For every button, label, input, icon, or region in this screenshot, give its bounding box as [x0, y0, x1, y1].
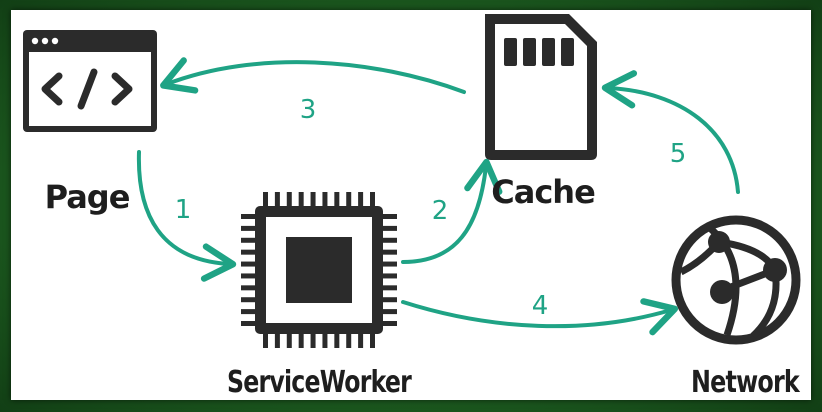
network-label: Network [691, 365, 801, 400]
arrow-1 [136, 150, 237, 282]
step-label-3: 3 [300, 95, 317, 125]
arrow-2 [401, 158, 503, 264]
arrow-3 [160, 57, 466, 94]
chip-icon [241, 192, 397, 348]
arrow-4 [401, 298, 679, 336]
globe-network-icon [671, 215, 801, 345]
cache-label: Cache [491, 173, 595, 211]
code-window-icon [23, 30, 157, 132]
page-label: Page [45, 178, 130, 216]
step-label-5: 5 [670, 139, 687, 169]
step-label-2: 2 [432, 196, 449, 226]
arrow-5 [601, 70, 740, 194]
service-worker-diagram: 1 2 3 4 5 Page Cache ServiceWorker Netwo… [23, 14, 802, 400]
step-label-1: 1 [175, 195, 192, 225]
diagram-canvas: 1 2 3 4 5 Page Cache ServiceWorker Netwo… [11, 10, 811, 400]
step-label-4: 4 [532, 291, 549, 321]
service-worker-label: ServiceWorker [227, 365, 412, 400]
sd-card-icon [485, 14, 597, 160]
